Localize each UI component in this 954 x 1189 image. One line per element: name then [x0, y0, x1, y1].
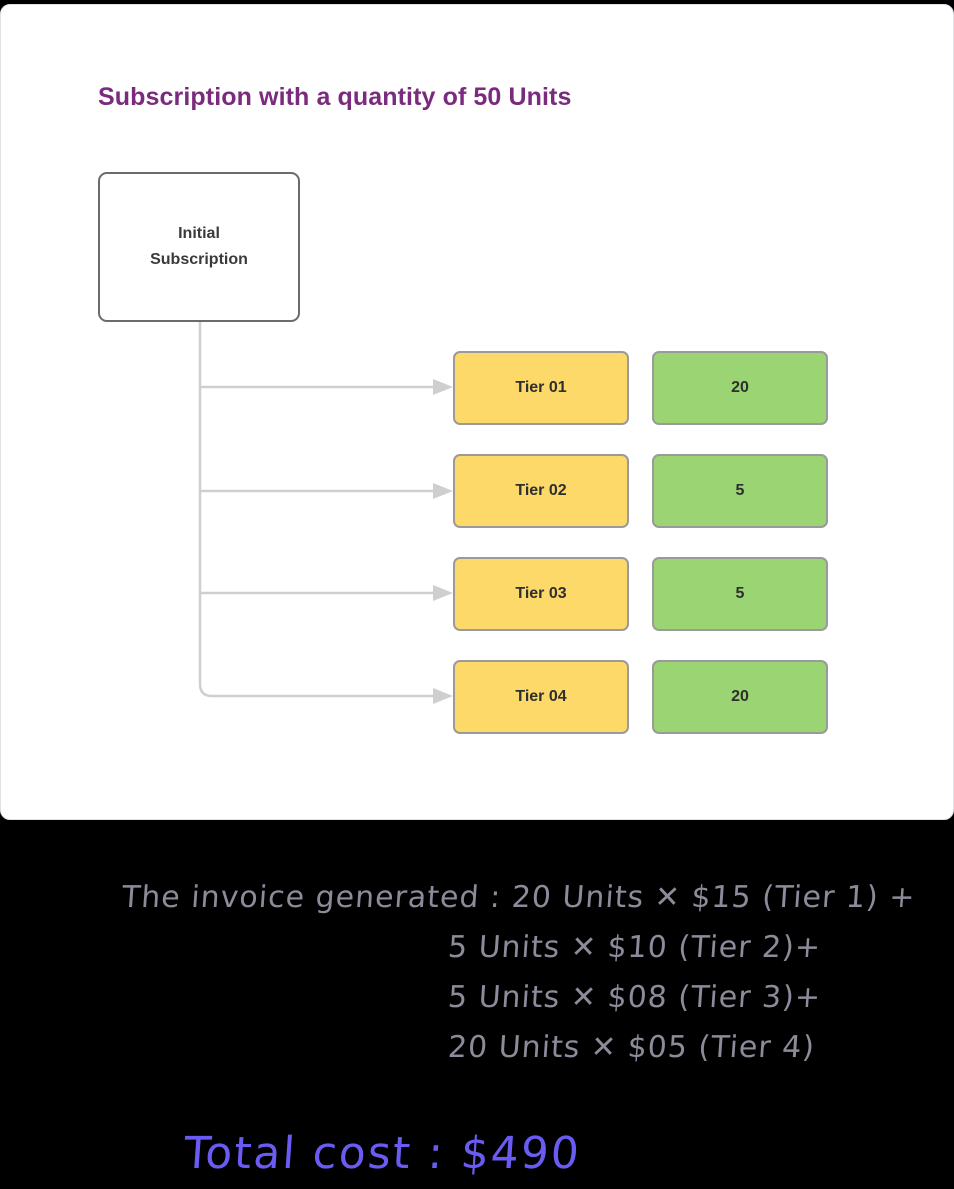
- arrowhead-tier-4: [433, 688, 453, 704]
- node-quantity-tier-02[interactable]: 5: [652, 454, 828, 528]
- invoice-line-tier-2: 5 Units ✕ $10 (Tier 2)+: [446, 930, 823, 965]
- arrowhead-tier-1: [433, 379, 453, 395]
- total-cost-label: Total cost : $490: [182, 1128, 583, 1179]
- arrowhead-tier-3: [433, 585, 453, 601]
- node-tier-01-label: Tier 01: [515, 379, 567, 396]
- diagram-card: Subscription with a quantity of 50 Units…: [0, 4, 954, 820]
- node-tier-02-label: Tier 02: [515, 482, 567, 499]
- node-initial-subscription-line2: Subscription: [150, 251, 248, 268]
- node-tier-04[interactable]: Tier 04: [453, 660, 629, 734]
- invoice-line-tier-1: The invoice generated : 20 Units ✕ $15 (…: [120, 880, 917, 915]
- node-quantity-tier-04-value: 20: [731, 688, 749, 705]
- node-tier-02[interactable]: Tier 02: [453, 454, 629, 528]
- node-quantity-tier-01-value: 20: [731, 379, 749, 396]
- invoice-line-tier-4: 20 Units ✕ $05 (Tier 4): [446, 1030, 817, 1065]
- node-initial-subscription-line1: Initial: [178, 224, 220, 242]
- node-tier-03-label: Tier 03: [515, 585, 567, 602]
- arrowhead-tier-2: [433, 483, 453, 499]
- node-quantity-tier-03-value: 5: [735, 585, 745, 602]
- invoice-line-tier-3: 5 Units ✕ $08 (Tier 3)+: [446, 980, 823, 1015]
- node-quantity-tier-02-value: 5: [735, 482, 745, 499]
- node-tier-04-label: Tier 04: [515, 688, 567, 705]
- node-tier-03[interactable]: Tier 03: [453, 557, 629, 631]
- node-quantity-tier-03[interactable]: 5: [652, 557, 828, 631]
- node-initial-subscription[interactable]: Initial Subscription: [98, 172, 300, 322]
- page-title: Subscription with a quantity of 50 Units: [98, 83, 572, 111]
- node-tier-01[interactable]: Tier 01: [453, 351, 629, 425]
- node-quantity-tier-04[interactable]: 20: [652, 660, 828, 734]
- node-quantity-tier-01[interactable]: 20: [652, 351, 828, 425]
